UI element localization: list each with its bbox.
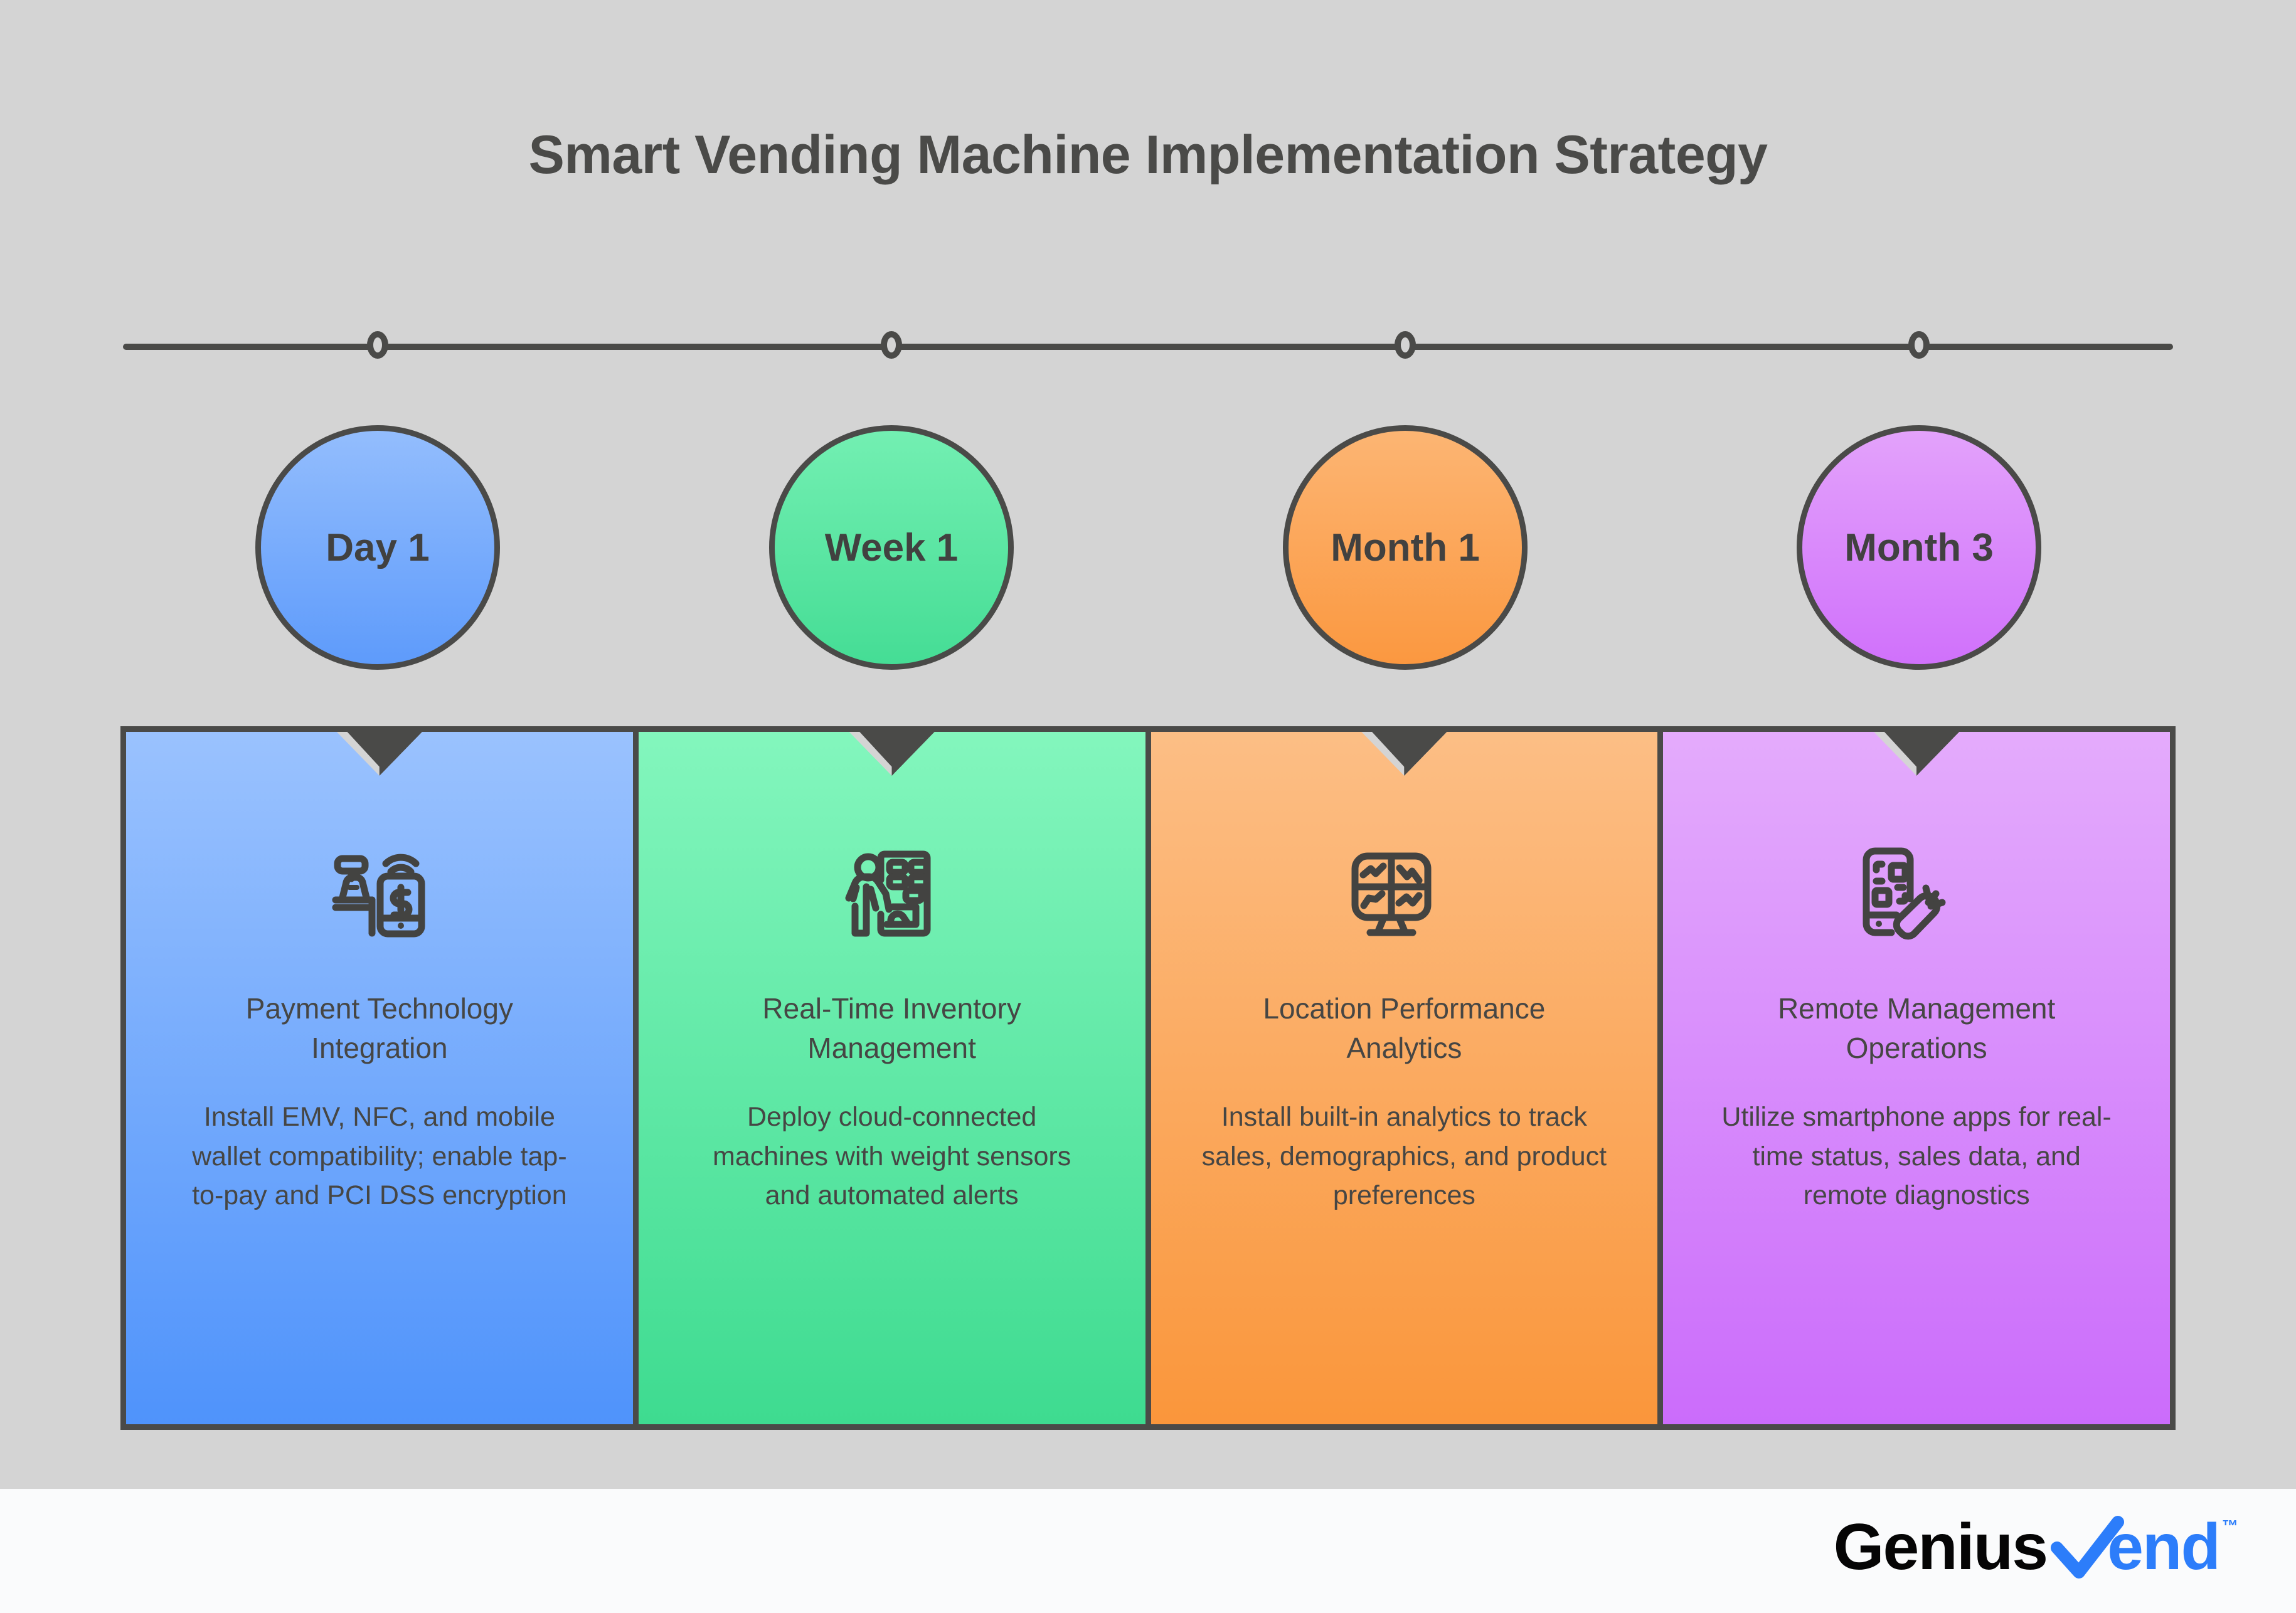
milestone-circle-week-1[interactable]: Week 1 (769, 425, 1014, 670)
card-title: Location Performance Analytics (1263, 992, 1546, 1065)
card-notch (335, 732, 423, 776)
card-title: Remote Management Operations (1777, 992, 2056, 1065)
footer-bar: Genius end ™ (0, 1489, 2296, 1613)
card-description: Utilize smartphone apps for real-time st… (1721, 1101, 2112, 1211)
timeline-marker-1 (367, 331, 388, 359)
page-title: Smart Vending Machine Implementation Str… (528, 125, 1768, 185)
milestone-label: Month 3 (1844, 526, 1994, 569)
milestone-label: Month 1 (1331, 526, 1480, 569)
card-location-performance-analytics[interactable]: Location Performance Analytics Install b… (1151, 732, 1658, 1424)
milestone-label: Day 1 (326, 526, 430, 569)
trademark-symbol: ™ (2222, 1516, 2238, 1535)
logo-brand-dark: Genius (1833, 1511, 2049, 1584)
milestone-circle-month-3[interactable]: Month 3 (1797, 425, 2041, 670)
infographic-stage: Smart Vending Machine Implementation Str… (0, 0, 2296, 1489)
timeline-marker-3 (1395, 331, 1416, 359)
card-description: Install built-in analytics to track sale… (1201, 1101, 1607, 1211)
timeline-rail (123, 344, 2173, 350)
card-description: Install EMV, NFC, and mobile wallet comp… (192, 1101, 567, 1211)
card-remote-management-operations[interactable]: Remote Management Operations Utilize sma… (1663, 732, 2170, 1424)
analytics-dashboard-monitor-icon (1338, 831, 1470, 956)
card-real-time-inventory-management[interactable]: Real-Time Inventory Management Deploy cl… (638, 732, 1145, 1424)
card-band: Payment Technology Integration Install E… (120, 726, 2176, 1430)
card-title: Payment Technology Integration (245, 992, 513, 1065)
card-notch (848, 732, 936, 776)
timeline-marker-2 (881, 331, 902, 359)
milestone-circle-month-1[interactable]: Month 1 (1283, 425, 1528, 670)
geniusvend-logo[interactable]: Genius end ™ (1834, 1506, 2238, 1588)
milestone-circle-day-1[interactable]: Day 1 (255, 425, 500, 670)
card-description: Deploy cloud-connected machines with wei… (713, 1101, 1071, 1211)
logo-brand-accent: end (2107, 1511, 2221, 1584)
card-notch (1873, 732, 1961, 776)
card-payment-technology-integration[interactable]: Payment Technology Integration Install E… (126, 732, 633, 1424)
timeline-marker-4 (1908, 331, 1930, 359)
check-v-icon (2051, 1516, 2125, 1579)
smartphone-qr-carrot-icon (1851, 831, 1982, 956)
person-at-vending-machine-icon (826, 831, 958, 956)
card-notch (1360, 732, 1448, 776)
card-title: Real-Time Inventory Management (762, 992, 1021, 1065)
contactless-payment-terminal-icon (314, 831, 445, 956)
milestone-label: Week 1 (824, 526, 959, 569)
